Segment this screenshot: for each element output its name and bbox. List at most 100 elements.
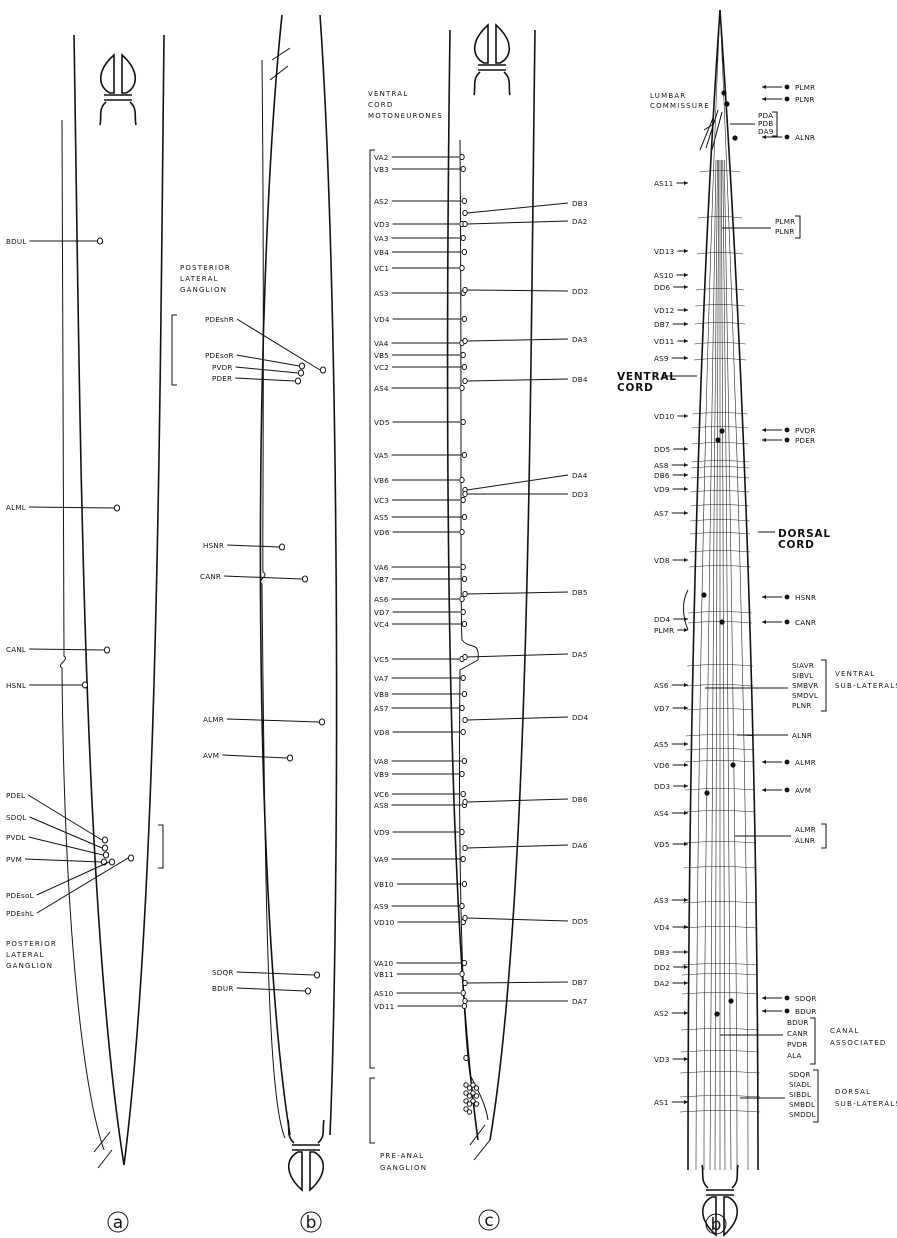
left-label-dd5-9: DD5: [654, 445, 670, 454]
bulb-left: [473, 23, 489, 64]
cell-body-pvdl: [102, 851, 110, 859]
arrowhead: [684, 628, 688, 632]
bulb-left: [701, 1196, 717, 1237]
left-label-dd2-27: DD2: [654, 963, 670, 972]
motoneurone-vb6: VB6: [374, 476, 389, 485]
commissure-35: [681, 973, 759, 976]
cell-body-pvdr: [297, 369, 305, 377]
right-dot-label-plmr-0: PLMR: [795, 83, 815, 92]
motoneurone-as4: AS4: [374, 384, 389, 393]
motoneurone-as9: AS9: [374, 902, 389, 911]
motoneurone-dd3: DD3: [572, 490, 588, 499]
neuron-label-bdur: BDUR: [212, 984, 234, 993]
commissure-9: [692, 426, 748, 429]
neuron-label-bdul: BDUL: [6, 237, 27, 246]
cell-body-vc2: [461, 363, 468, 371]
neuron-label-canl: CANL: [6, 645, 26, 654]
pre-anal-cell: [466, 1109, 473, 1115]
bulb-valve: [478, 64, 506, 71]
dorsal-cord-title-0: DORSAL: [778, 528, 831, 540]
motoneurone-bracket: [369, 149, 375, 1069]
arrowhead: [684, 842, 688, 846]
left-label-as6-17: AS6: [654, 681, 669, 690]
motoneurone-vb8: VB8: [374, 690, 389, 699]
bulb-right: [495, 23, 511, 64]
marker-dot-bdur: [784, 1008, 790, 1014]
cell-body-dd4: [462, 716, 468, 724]
canal-group-1: CANR: [787, 1029, 808, 1038]
cord-bend: [682, 589, 689, 631]
body-outline-right: [319, 14, 338, 1136]
commissure-38: [680, 1050, 760, 1053]
right-dot-label-alnr-2: ALNR: [795, 133, 815, 142]
arrowhead: [762, 438, 766, 442]
motoneurone-as7: AS7: [374, 704, 389, 713]
marker-dot-alnr: [784, 134, 790, 140]
dorsal-cord-title-1: CORD: [778, 539, 815, 551]
longitudinal-fibre-0: [703, 159, 717, 1171]
right-dot-label-bdur-10: BDUR: [795, 1007, 817, 1016]
ventral-sub-1: SIBVL: [792, 671, 813, 680]
leader-da2: [466, 220, 569, 225]
cell-body-va10: [461, 959, 468, 967]
motoneurone-va9: VA9: [374, 855, 389, 864]
arrowhead: [684, 683, 688, 687]
cell-body-db4: [462, 377, 468, 385]
panel-letter-d: b: [711, 1215, 722, 1235]
pre-anal-cell: [463, 1098, 469, 1104]
arrowhead: [684, 322, 688, 326]
cell-body-bdul: [96, 237, 104, 245]
cell-body-sdqr: [313, 971, 321, 979]
cell-body-vd6: [459, 528, 465, 536]
motoneurone-vb4: VB4: [374, 248, 389, 257]
commissure-24: [686, 708, 754, 711]
cell-dot-avm: [704, 790, 710, 796]
cell-body-va8: [461, 757, 468, 765]
leader-pder: [235, 377, 296, 382]
leader-hsnr: [227, 544, 280, 548]
canal-group-0: BDUR: [787, 1018, 809, 1027]
ventral-nerve-cord: [260, 59, 286, 1139]
left-label-vd11-6: VD11: [654, 337, 674, 346]
motoneurone-vc5: VC5: [374, 655, 389, 664]
bulb-valve: [292, 1144, 320, 1151]
cell-body-as10: [460, 989, 466, 997]
pre-anal-bracket: [369, 1077, 375, 1144]
leader-da3: [466, 338, 569, 342]
ventral-sub-0: SIAVR: [792, 661, 814, 670]
lumbar-fibres: [699, 109, 723, 151]
pda-bracket: [772, 111, 778, 137]
left-label-vd6-20: VD6: [654, 761, 670, 770]
left-label-vd5-23: VD5: [654, 840, 670, 849]
commissure-5: [694, 322, 746, 325]
right-dot-label-canr-6: CANR: [795, 618, 816, 627]
motoneurone-vd9: VD9: [374, 828, 390, 837]
longitudinal-fibre-6: [723, 159, 738, 1171]
cell-body-canl: [103, 646, 111, 654]
left-label-vd8-14: VD8: [654, 556, 670, 565]
leader-pvdl: [28, 836, 104, 856]
marker-dot-hsnr: [784, 594, 790, 600]
marker-dot-pvdr: [784, 427, 790, 433]
left-label-dd6-3: DD6: [654, 283, 670, 292]
plmr-plnr-bracket: [795, 215, 801, 239]
cell-body-pdesol: [108, 858, 116, 866]
body-outline-left: [73, 34, 125, 1166]
cell-body-alml: [113, 504, 121, 512]
motoneurone-vd5: VD5: [374, 418, 390, 427]
neuron-label-hsnr: HSNR: [203, 541, 224, 550]
pre-anal-cell: [463, 1090, 469, 1096]
ventral-sub-title-1: SUB-LATERALS: [835, 682, 897, 690]
neuron-label-pdel: PDEL: [6, 791, 25, 800]
cell-dot-pder: [715, 437, 721, 443]
commissure-1: [697, 216, 743, 219]
leader-db6: [466, 798, 569, 803]
ventral-cord-title-0: VENTRAL: [617, 371, 677, 383]
cell-body-as4: [459, 384, 465, 392]
bulb-right: [121, 53, 137, 94]
left-label-plmr-16: PLMR: [654, 626, 674, 635]
leader-dd2: [466, 289, 569, 292]
plmr-plnr-1: PLNR: [775, 227, 795, 236]
ganglion-title-a-1: LATERAL: [6, 951, 45, 959]
panel-letter-a-circle: [107, 1211, 129, 1233]
